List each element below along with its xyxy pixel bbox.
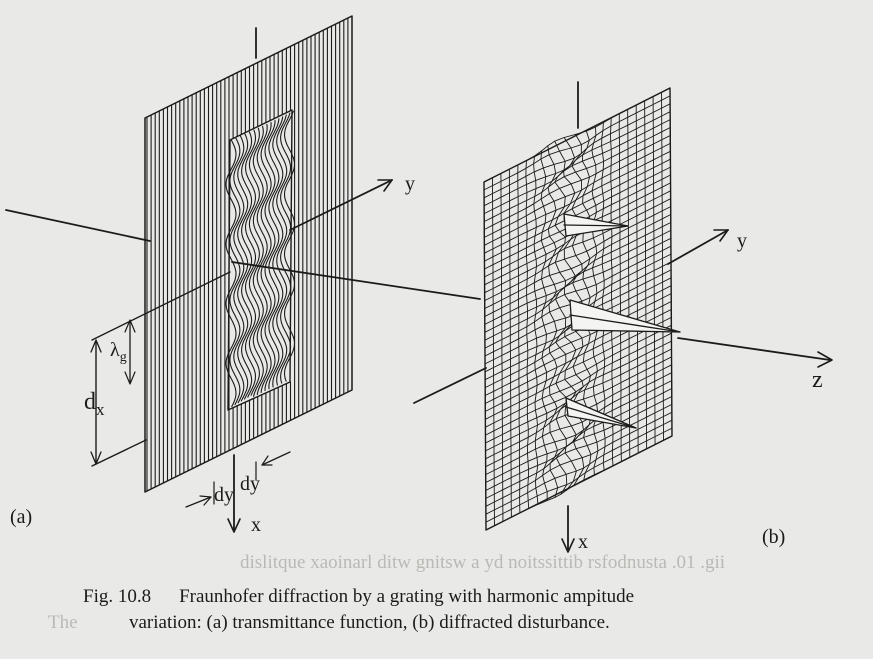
z-axis-label: z bbox=[812, 367, 823, 393]
wavy-stripe bbox=[256, 123, 268, 395]
mesh-col bbox=[533, 155, 539, 505]
show-through-text: dislitque xaoinarl ditw gnitsw a yd noit… bbox=[240, 552, 726, 573]
dy-arrow-left-head bbox=[199, 495, 212, 506]
mesh-col bbox=[540, 150, 548, 502]
mesh-outline bbox=[483, 87, 673, 531]
y-axis-a-label: y bbox=[405, 173, 415, 195]
figure-caption: Fig. 10.8 Fraunhofer diffraction by a gra… bbox=[83, 584, 823, 636]
dx-ext-top bbox=[91, 271, 231, 341]
wavy-stripe bbox=[237, 133, 249, 402]
caption-text-1: Fraunhofer diffraction by a grating with… bbox=[179, 586, 635, 607]
lambda-g-label: λg bbox=[110, 340, 127, 365]
wavy-stripe bbox=[225, 138, 237, 408]
dy-arrow-right-head bbox=[261, 455, 273, 466]
x-axis-b-arrow bbox=[561, 538, 575, 553]
mesh-col bbox=[618, 113, 622, 463]
lambda-symbol: λ bbox=[110, 339, 120, 361]
x-axis-b-label: x bbox=[578, 531, 588, 553]
dy-arrow-left bbox=[185, 496, 212, 508]
y-axis-b-arrow bbox=[713, 229, 729, 242]
y-axis-b-label: y bbox=[737, 230, 747, 252]
caption-line-1: Fig. 10.8 Fraunhofer diffraction by a gra… bbox=[83, 584, 823, 610]
optical-axis-b-right bbox=[677, 337, 831, 361]
mesh-col bbox=[492, 177, 495, 527]
show-through-text-2: The bbox=[48, 612, 78, 633]
panel-a-label: (a) bbox=[10, 506, 33, 528]
lambda-arrow-bottom bbox=[124, 371, 136, 385]
mesh-row bbox=[485, 419, 673, 515]
dx-arrow-top bbox=[90, 339, 102, 353]
dx-symbol: d bbox=[84, 389, 96, 415]
dx-subscript: x bbox=[96, 399, 105, 419]
mesh-col bbox=[508, 168, 512, 518]
grating-stripes bbox=[146, 17, 349, 492]
grating-outline bbox=[144, 15, 353, 493]
mesh-col bbox=[554, 140, 568, 495]
wavy-stripe bbox=[268, 118, 280, 390]
mesh-col bbox=[635, 104, 639, 454]
y-axis-a-arrow bbox=[377, 179, 393, 192]
mesh-col bbox=[610, 117, 614, 467]
mesh-row bbox=[484, 198, 672, 294]
mesh-row bbox=[483, 95, 671, 191]
figure-drawing bbox=[5, 15, 833, 553]
mesh-row bbox=[485, 411, 673, 507]
mesh-col bbox=[525, 160, 530, 510]
figure-number: Fig. 10.8 bbox=[83, 586, 152, 607]
mesh-col bbox=[661, 91, 664, 441]
wavy-stripe bbox=[248, 127, 260, 396]
dx-ext-bottom bbox=[91, 439, 147, 467]
mesh-row bbox=[484, 285, 672, 381]
mesh-row bbox=[483, 158, 671, 254]
wavy-stripe bbox=[272, 116, 284, 388]
mesh-row bbox=[485, 380, 673, 476]
mesh-row bbox=[484, 190, 672, 286]
peak-center bbox=[569, 299, 681, 333]
lambda-arrow-top bbox=[124, 319, 136, 333]
mesh-col bbox=[627, 108, 631, 458]
y-axis-a bbox=[289, 179, 393, 231]
wavy-stripe bbox=[276, 114, 288, 386]
mesh-col bbox=[500, 173, 504, 522]
mesh-col bbox=[591, 126, 599, 476]
mesh-row bbox=[485, 427, 673, 523]
optical-axis-b-left bbox=[413, 367, 487, 404]
wavy-stripe bbox=[264, 120, 276, 392]
wavy-stripe bbox=[283, 110, 296, 382]
mesh-col bbox=[517, 164, 521, 514]
wavy-stripe bbox=[241, 131, 253, 400]
mesh-row bbox=[485, 348, 672, 444]
wavy-stripe bbox=[280, 112, 292, 384]
wavy-stripe bbox=[260, 121, 272, 394]
mesh-row bbox=[483, 135, 671, 230]
diffraction-peaks bbox=[563, 213, 681, 429]
dy-label-right: dy bbox=[240, 473, 260, 495]
y-axis-b bbox=[667, 229, 729, 265]
mesh-col bbox=[644, 100, 648, 450]
mesh-col bbox=[547, 145, 559, 498]
z-axis-arrow bbox=[817, 351, 833, 368]
aperture-wavy-stripes bbox=[225, 110, 296, 408]
wavy-stripe bbox=[233, 135, 245, 404]
wavy-stripe bbox=[252, 125, 264, 397]
mesh-col bbox=[652, 96, 656, 445]
caption-line-2: variation: (a) transmittance function, (… bbox=[129, 612, 610, 633]
dx-label: dx bbox=[84, 390, 105, 418]
aperture-outline bbox=[227, 109, 293, 411]
lambda-subscript: g bbox=[119, 350, 127, 365]
wavy-stripe bbox=[244, 129, 257, 398]
x-axis-a-label: x bbox=[251, 514, 261, 536]
dy-arrow-right bbox=[261, 451, 291, 466]
x-axis-a-arrow bbox=[227, 518, 241, 533]
panel-b-label: (b) bbox=[762, 526, 786, 548]
optical-axis-a-left bbox=[5, 209, 151, 242]
dy-label-left: dy bbox=[214, 484, 234, 506]
dx-arrow-bottom bbox=[90, 451, 102, 465]
mesh-col bbox=[601, 122, 606, 471]
